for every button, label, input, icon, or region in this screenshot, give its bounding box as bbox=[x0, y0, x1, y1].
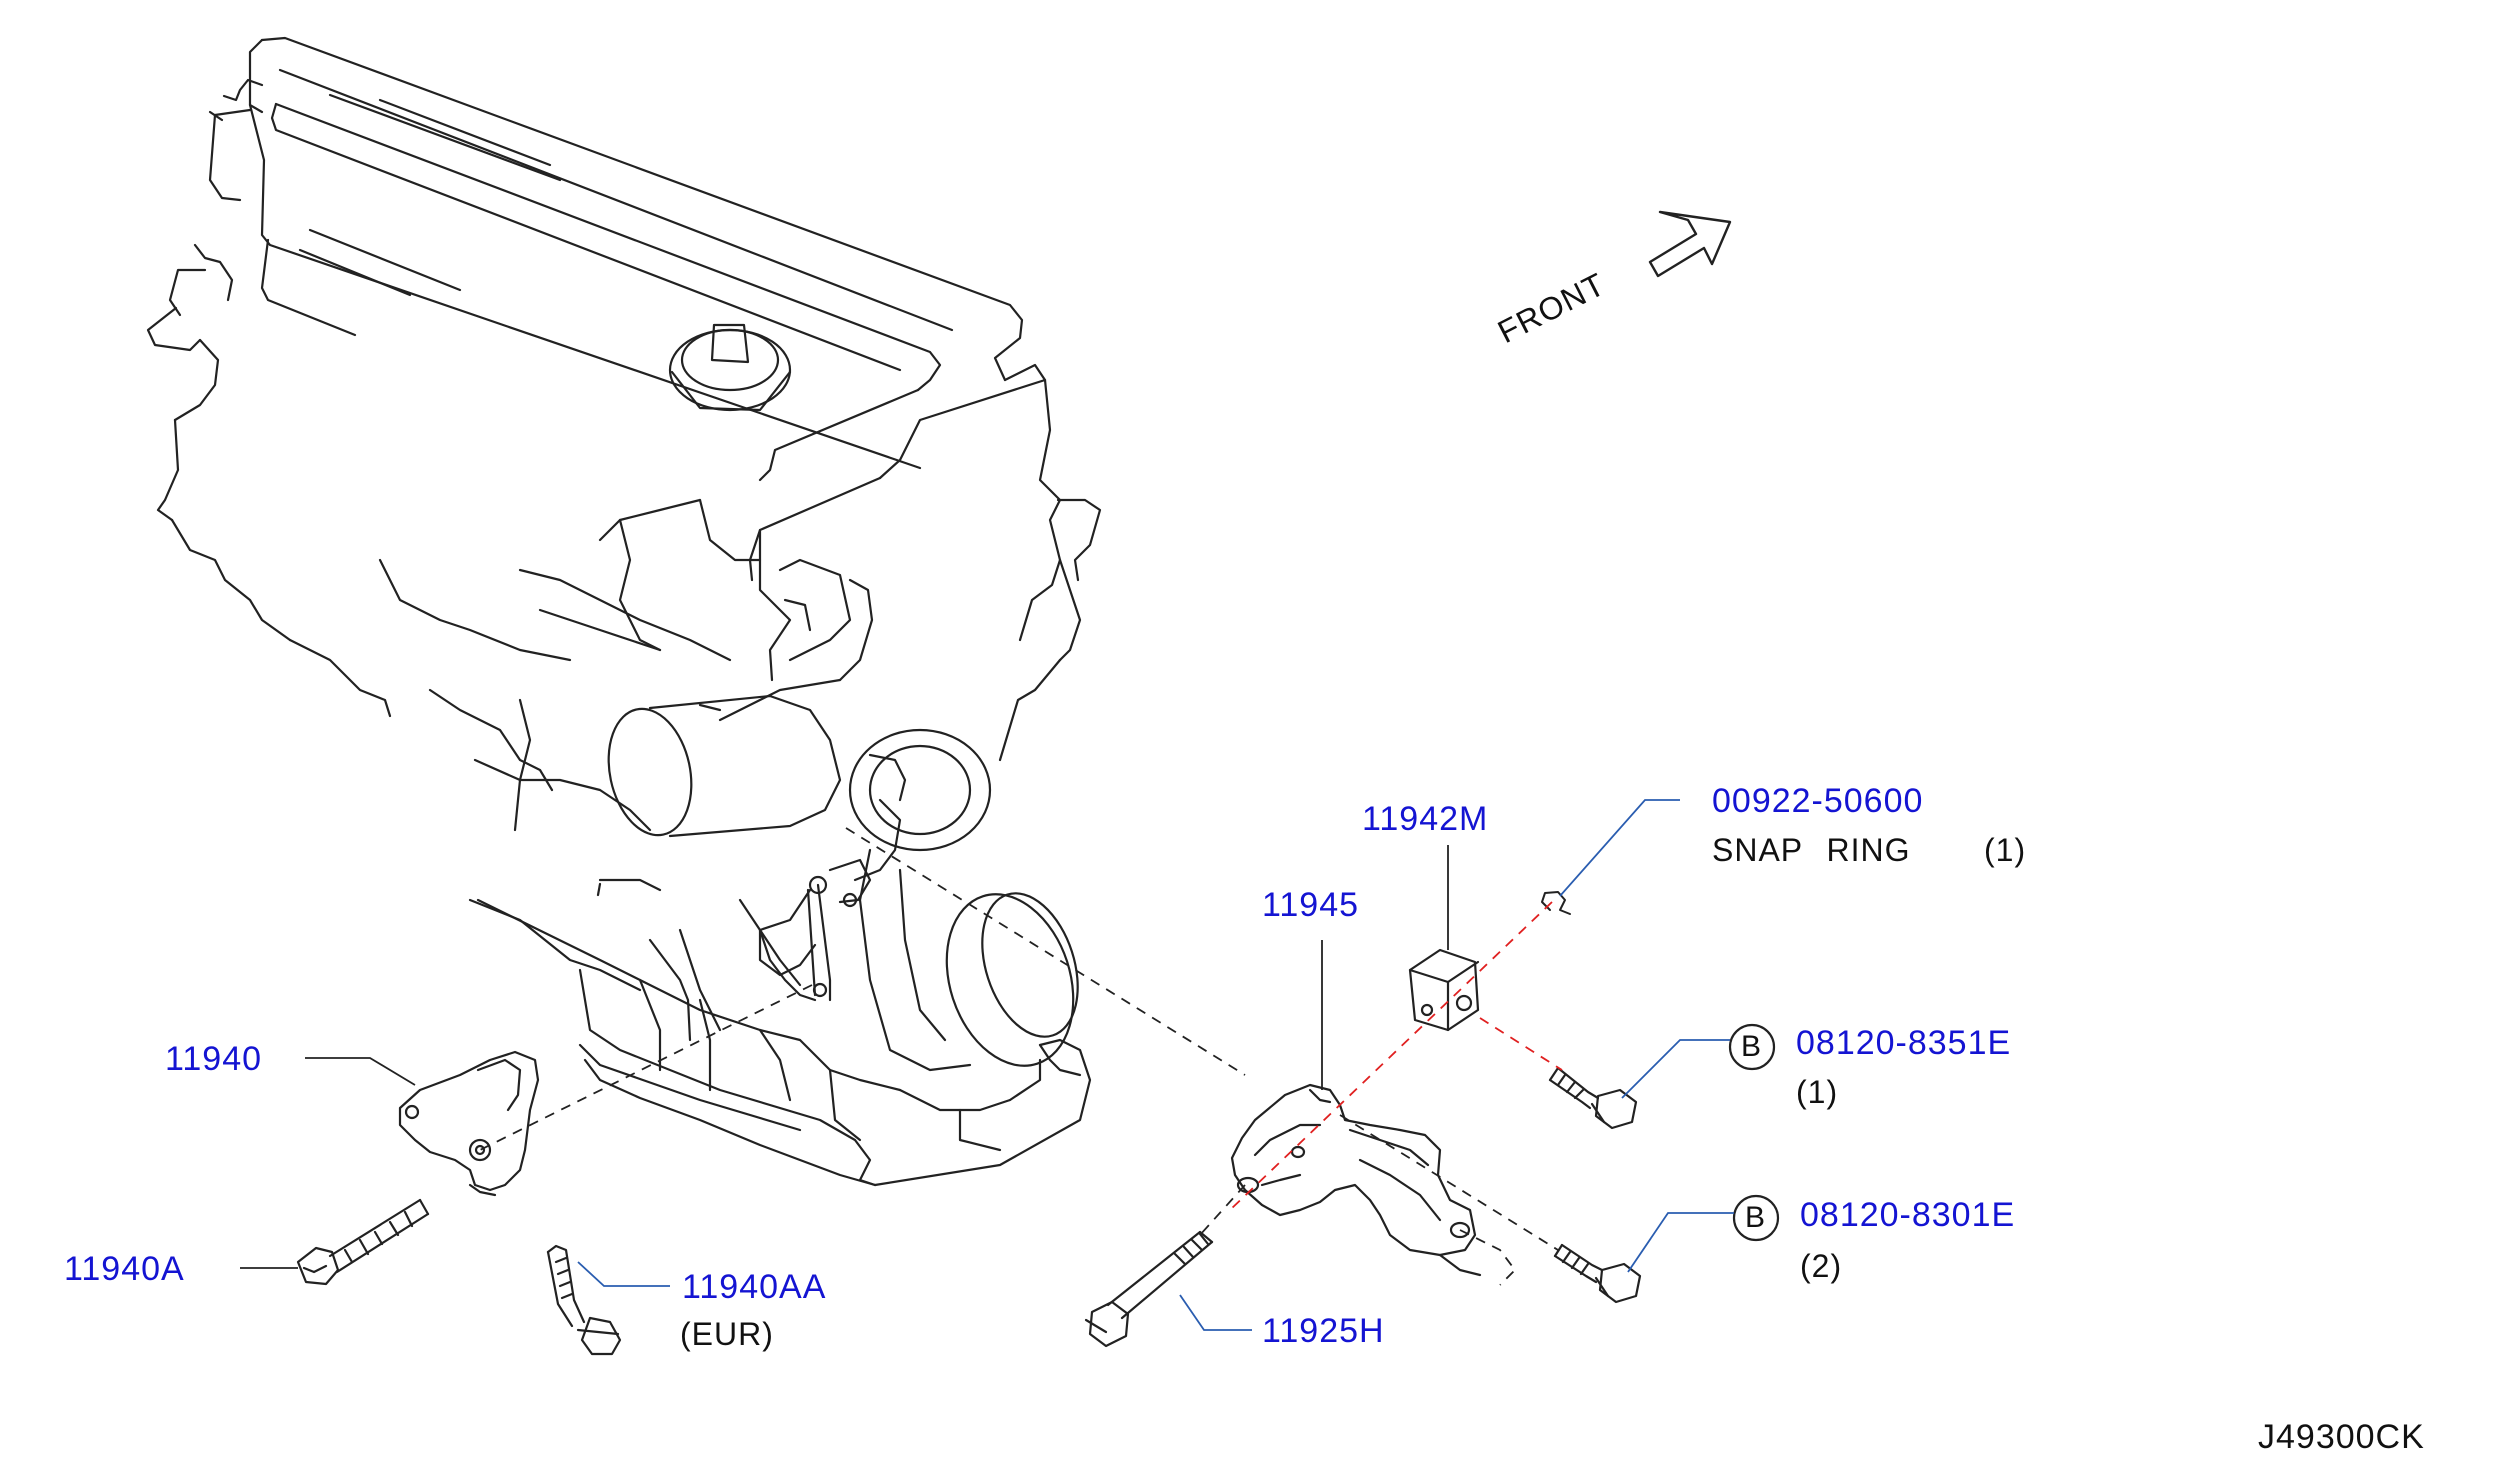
part-name-snap-ring: SNAP RING bbox=[1712, 832, 1911, 868]
part-11940-bracket bbox=[398, 1050, 540, 1197]
part-number-11925H[interactable]: 11925H bbox=[1262, 1312, 1385, 1350]
note-eur: (EUR) bbox=[680, 1316, 774, 1352]
part-08120-8351E-bolt bbox=[1548, 1066, 1638, 1130]
part-11925H-bolt bbox=[1084, 1230, 1214, 1348]
part-11940AA-bolt bbox=[546, 1244, 622, 1356]
quantity-8351E: (1) bbox=[1796, 1074, 1839, 1110]
leader-11925H bbox=[1179, 1294, 1252, 1331]
diagram-code: J49300CK bbox=[2258, 1418, 2425, 1456]
dashed-red-axis-main bbox=[1229, 901, 1553, 1211]
part-11942M-block bbox=[1408, 948, 1480, 1032]
part-number-11942M[interactable]: 11942M bbox=[1362, 800, 1489, 838]
quantity-snap-ring: (1) bbox=[1984, 832, 2027, 868]
leader-8351E bbox=[1621, 1039, 1730, 1099]
engine-block-drawing bbox=[146, 36, 1102, 1187]
part-number-11940A[interactable]: 11940A bbox=[64, 1250, 185, 1288]
part-08120-8301E-bolt bbox=[1553, 1243, 1642, 1304]
front-direction-arrow-icon bbox=[1648, 210, 1732, 278]
dashed-line-11925H bbox=[1199, 1184, 1246, 1236]
part-11940A-bolt bbox=[296, 1198, 430, 1286]
dashed-line-11940 bbox=[479, 984, 813, 1151]
ref-b-label-8301E: B bbox=[1745, 1201, 1767, 1234]
leader-11940 bbox=[305, 1057, 416, 1086]
dashed-line-engine-to-bracket bbox=[845, 827, 1246, 1076]
part-number-08120-8351E[interactable]: 08120-8351E bbox=[1796, 1024, 2012, 1062]
dashed-line-lower bbox=[1459, 1229, 1517, 1286]
quantity-8301E: (2) bbox=[1800, 1248, 1843, 1284]
ref-b-balloon-8351E bbox=[1728, 1023, 1776, 1071]
leader-11940AA bbox=[577, 1261, 670, 1287]
part-number-11940AA[interactable]: 11940AA bbox=[682, 1268, 827, 1306]
dashed-line-8301E bbox=[1339, 1114, 1559, 1251]
leader-00922 bbox=[1559, 799, 1680, 897]
dashed-red-axis-bolt bbox=[1479, 1017, 1563, 1071]
part-number-11945[interactable]: 11945 bbox=[1262, 886, 1360, 924]
ref-b-balloon-8301E bbox=[1732, 1194, 1780, 1242]
part-number-00922-50600[interactable]: 00922-50600 bbox=[1712, 782, 1924, 820]
leader-8301E bbox=[1627, 1212, 1734, 1273]
part-number-11940[interactable]: 11940 bbox=[165, 1040, 263, 1078]
part-00922-snap-ring bbox=[1541, 891, 1571, 915]
part-11945-bracket bbox=[1230, 1083, 1482, 1277]
ref-b-label-8351E: B bbox=[1741, 1030, 1763, 1063]
part-number-08120-8301E[interactable]: 08120-8301E bbox=[1800, 1196, 2016, 1234]
